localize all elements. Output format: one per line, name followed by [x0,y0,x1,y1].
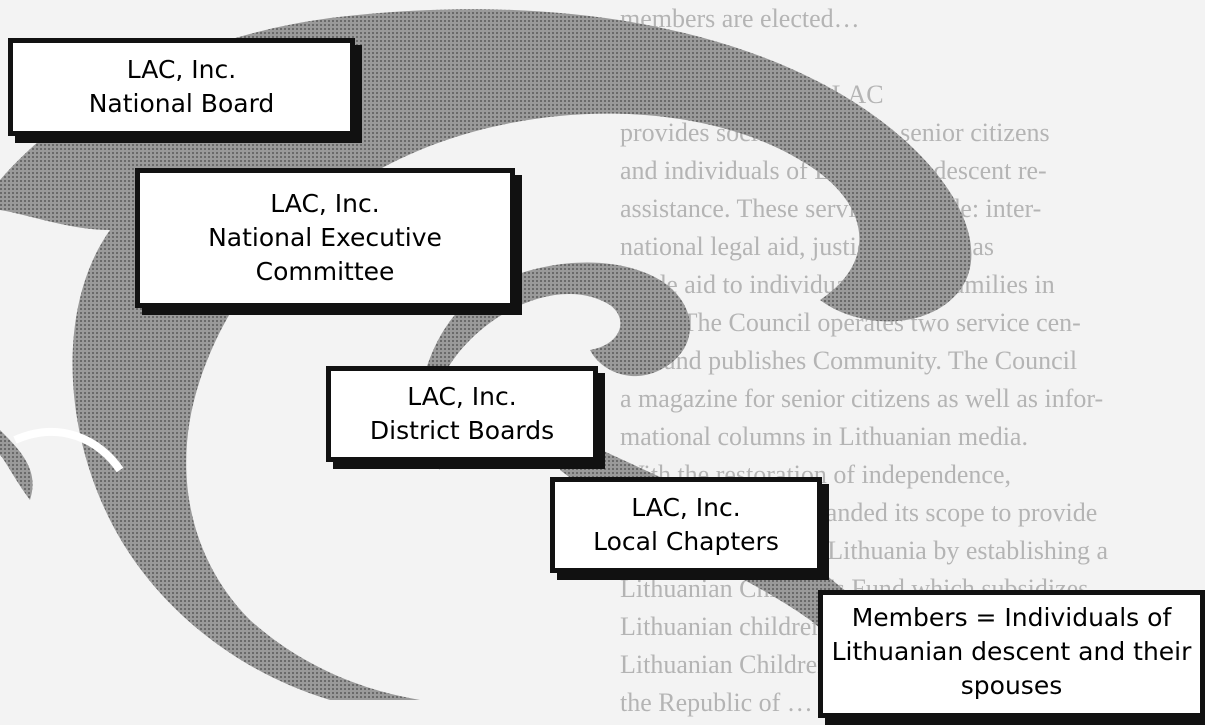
box-line: National Board [88,89,275,118]
box-line: LAC, Inc. [631,493,741,522]
district-boards-box: LAC, Inc. District Boards [326,366,598,462]
background-text-line: assistance. These services include: inte… [620,194,1042,223]
national-executive-committee-box: LAC, Inc. National Executive Committee [135,168,515,308]
background-text-line: ters and publishes Community. The Counci… [620,346,1078,375]
box-line: Members = Individuals of [851,603,1172,632]
background-text-line: a magazine for senior citizens as well a… [620,384,1104,413]
box-line: National Executive [208,223,442,252]
box-line: Local Chapters [593,527,779,556]
box-line: LAC, Inc. [126,55,237,84]
local-chapters-box: LAC, Inc. Local Chapters [550,477,822,573]
national-board-box: LAC, Inc. National Board [8,38,355,136]
members-box: Members = Individuals of Lithuanian desc… [818,590,1205,718]
box-line: Committee [255,257,395,286]
box-line: Lithuanian descent and their [831,637,1192,666]
box-line: spouses [960,671,1063,700]
box-line: LAC, Inc. [407,382,517,411]
background-text-line: mational columns in Lithuanian media. [620,422,1028,451]
box-line: LAC, Inc. [270,189,380,218]
box-line: District Boards [369,416,555,445]
